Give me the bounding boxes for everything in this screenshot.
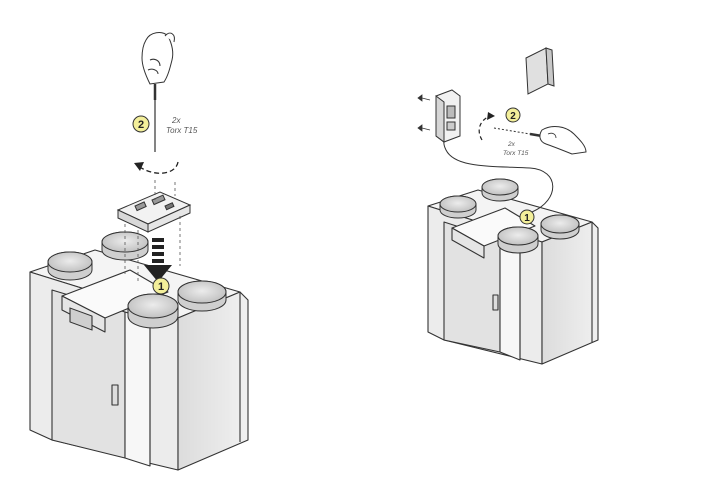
left-step-2-label: 2	[138, 119, 144, 131]
right-step-1-badge: 1	[519, 209, 535, 225]
duct-collar	[127, 293, 179, 329]
left-panel: 2 2x Torx T15 1	[29, 32, 249, 471]
duct-collar	[540, 214, 580, 240]
right-tool-label: Torx T15	[503, 150, 529, 157]
left-quantity-label: 2x	[171, 116, 181, 125]
left-step-1-label: 1	[158, 281, 164, 293]
left-alignment-guides	[124, 180, 181, 282]
left-rotation-arrowhead	[134, 162, 144, 171]
left-duct-collars	[47, 231, 227, 329]
right-rotation-arrowhead	[487, 112, 495, 120]
insert-down-arrow	[144, 238, 172, 282]
left-ventilation-unit	[29, 249, 249, 471]
left-step-1-badge: 1	[152, 277, 170, 295]
left-rotation-arrow	[137, 161, 179, 174]
left-step-2-badge: 2	[132, 115, 150, 133]
left-tool-label: Torx T15	[166, 126, 198, 135]
right-quantity-label: 2x	[507, 141, 516, 148]
right-step-2-badge: 2	[505, 107, 521, 123]
right-step-1-label: 1	[524, 213, 530, 224]
right-duct-collars	[439, 178, 580, 254]
duct-collar	[439, 195, 477, 219]
right-front-cover	[525, 47, 555, 95]
right-panel: 2 2x Torx T15 1	[417, 47, 599, 365]
duct-collar	[497, 226, 539, 254]
duct-collar	[481, 178, 519, 202]
right-rotation-arrow	[478, 115, 491, 141]
left-hand-screwdriver-icon	[141, 32, 175, 152]
right-hand-screwdriver-icon	[493, 126, 587, 155]
duct-collar	[47, 251, 93, 281]
right-step-2-label: 2	[510, 111, 516, 122]
right-bracket-arrows	[417, 94, 431, 132]
duct-collar	[177, 280, 227, 312]
right-wall-bracket	[435, 89, 461, 143]
left-control-module	[116, 191, 192, 233]
